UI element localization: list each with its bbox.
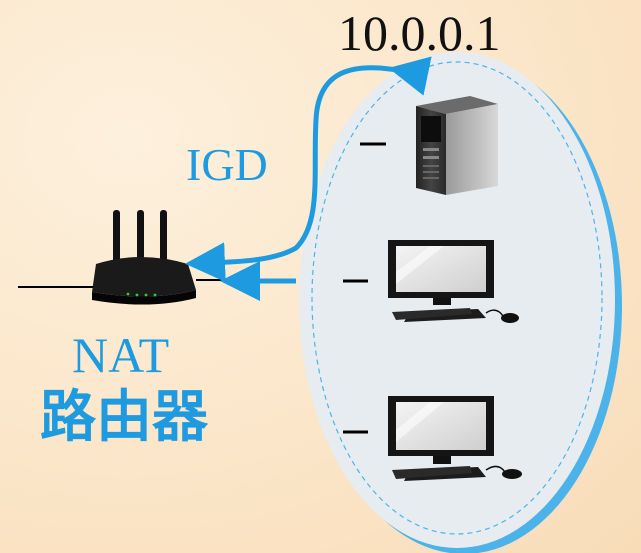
igd-arrow bbox=[185, 56, 432, 283]
igd-label: IGD bbox=[186, 139, 268, 190]
server-icon bbox=[416, 96, 498, 195]
desktop-icon bbox=[388, 396, 522, 481]
router-label-zh: 路由器 bbox=[40, 385, 208, 450]
ip-address-label: 10.0.0.1 bbox=[338, 5, 501, 61]
router-icon bbox=[92, 210, 196, 305]
router-label-nat: NAT bbox=[72, 327, 170, 383]
desktop-icon bbox=[388, 240, 519, 323]
